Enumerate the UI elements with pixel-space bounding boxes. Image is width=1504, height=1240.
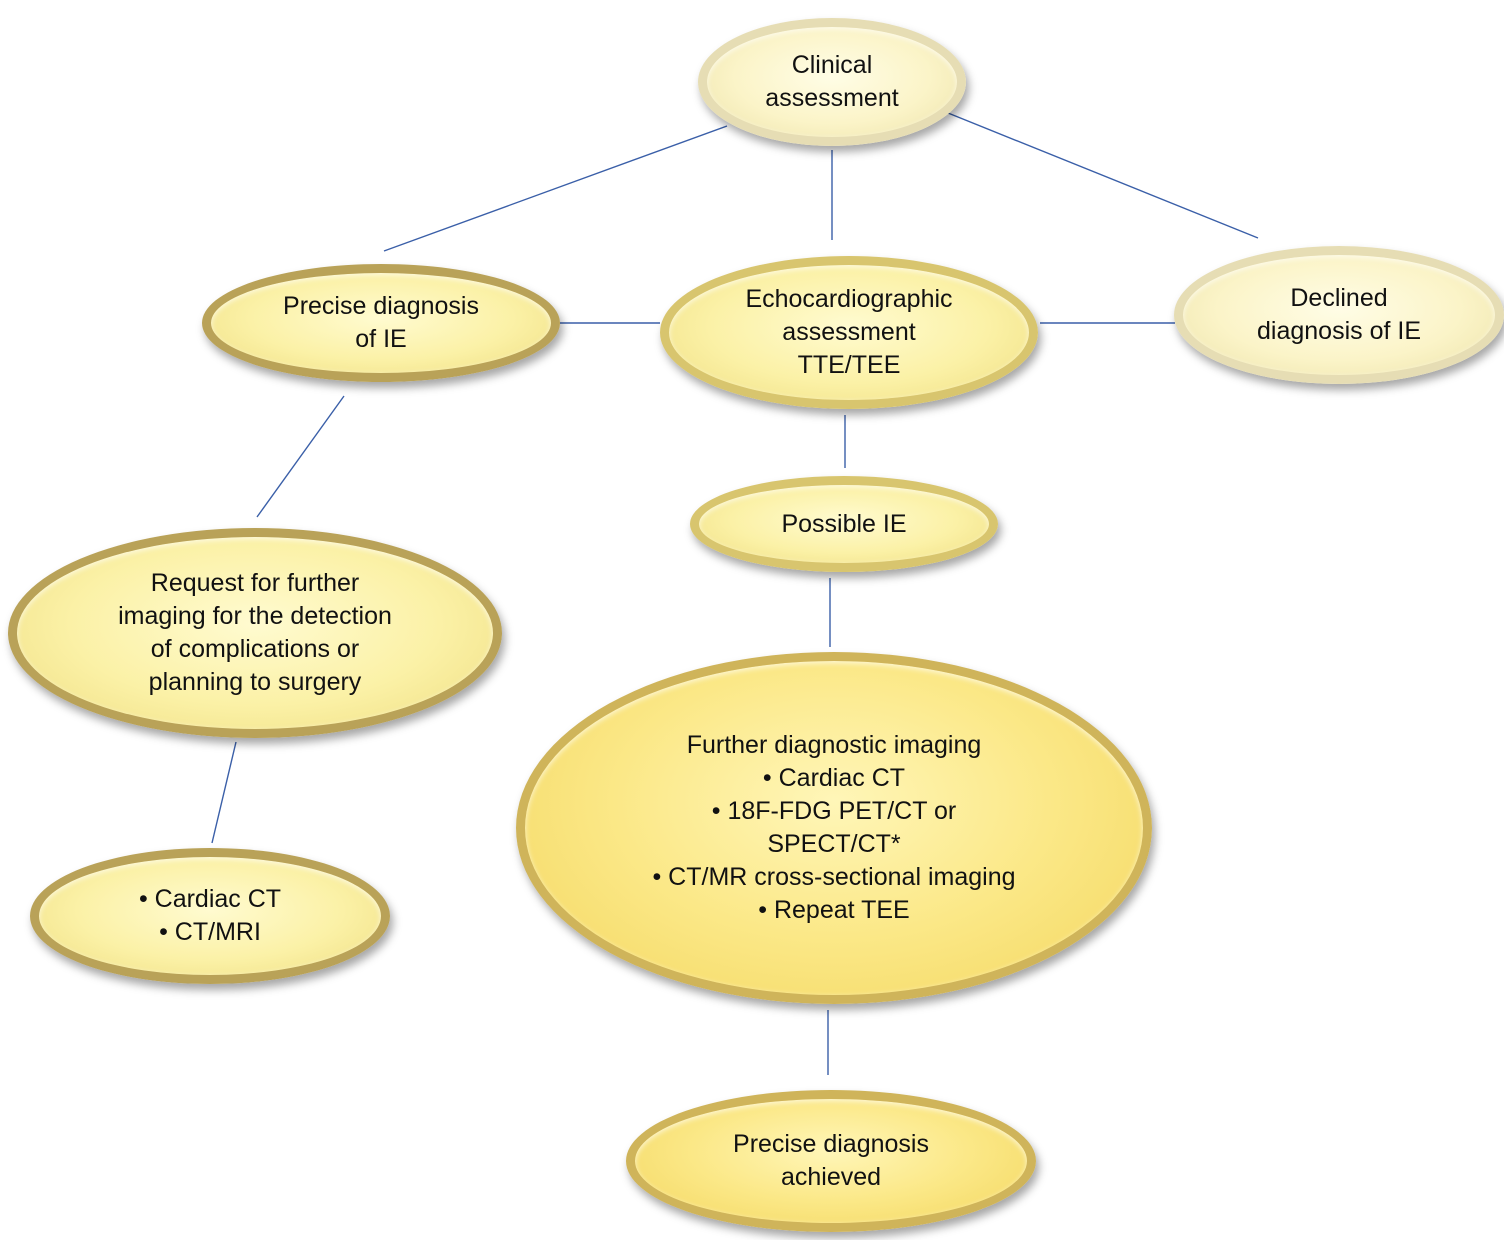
node-request-further-imaging-label: Request for further imaging for the dete… xyxy=(118,569,392,696)
edge-clinical-to-precise xyxy=(383,125,728,252)
node-echocardiographic-assessment-label: Echocardiographic assessment TTE/TEE xyxy=(745,285,953,379)
node-precise-diagnosis-ie-label: Precise diagnosis of IE xyxy=(283,292,479,353)
node-request-further-imaging: Request for further imaging for the dete… xyxy=(8,528,502,738)
node-precise-diagnosis-ie: Precise diagnosis of IE xyxy=(202,264,560,382)
edge-request-to-cardiac xyxy=(211,741,237,844)
node-possible-ie-label: Possible IE xyxy=(781,509,907,538)
node-possible-ie: Possible IE xyxy=(690,476,998,572)
edge-precise-to-request xyxy=(256,395,345,518)
node-echocardiographic-assessment: Echocardiographic assessment TTE/TEE xyxy=(660,256,1038,409)
node-clinical-assessment-label: Clinical assessment xyxy=(765,51,899,112)
node-clinical-assessment: Clinical assessment xyxy=(698,18,966,146)
node-cardiac-ct-mri-label: • Cardiac CT • CT/MRI xyxy=(138,885,282,946)
node-precise-diagnosis-achieved: Precise diagnosis achieved xyxy=(626,1090,1036,1232)
node-precise-diagnosis-achieved-label: Precise diagnosis achieved xyxy=(733,1130,929,1191)
edge-clinical-to-declined xyxy=(947,112,1259,239)
node-further-diagnostic-imaging: Further diagnostic imaging • Cardiac CT … xyxy=(516,652,1152,1004)
node-declined-diagnosis: Declined diagnosis of IE xyxy=(1174,246,1504,384)
node-further-diagnostic-imaging-label: Further diagnostic imaging • Cardiac CT … xyxy=(652,731,1016,924)
node-declined-diagnosis-label: Declined diagnosis of IE xyxy=(1257,284,1421,345)
node-cardiac-ct-mri: • Cardiac CT • CT/MRI xyxy=(30,848,390,984)
